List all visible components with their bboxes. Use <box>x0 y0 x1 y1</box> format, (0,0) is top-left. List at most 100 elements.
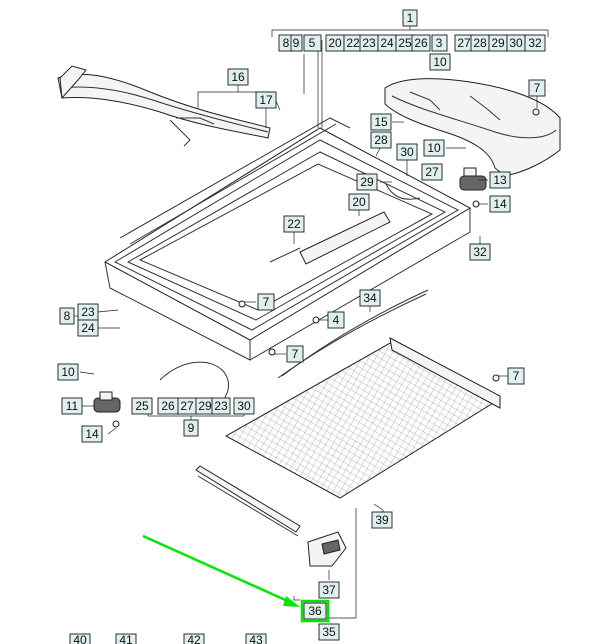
callout-30-bottom[interactable]: 30 <box>233 397 255 415</box>
svg-text:37: 37 <box>322 583 336 597</box>
svg-text:43: 43 <box>249 633 263 644</box>
callout-11[interactable]: 11 <box>61 397 83 415</box>
roof-frame <box>104 117 472 361</box>
callout-25-bottom[interactable]: 25 <box>131 397 153 415</box>
svg-text:36: 36 <box>308 604 322 618</box>
svg-text:16: 16 <box>231 70 245 84</box>
guide-rail <box>277 289 429 379</box>
callout-13[interactable]: 13 <box>489 171 511 189</box>
svg-text:8: 8 <box>64 309 71 323</box>
highlight-arrow <box>142 534 330 623</box>
svg-text:24: 24 <box>81 321 95 335</box>
motor-right <box>459 167 487 191</box>
callout-23-left[interactable]: 23 <box>77 303 99 321</box>
callout-3[interactable]: 3 <box>431 34 448 52</box>
motor-left <box>93 391 121 413</box>
callout-17[interactable]: 17 <box>255 91 277 109</box>
callout-40[interactable]: 40 <box>69 633 91 644</box>
callout-15[interactable]: 15 <box>370 113 392 131</box>
svg-text:24: 24 <box>380 36 394 50</box>
svg-text:22: 22 <box>346 36 360 50</box>
rear-cross-member <box>384 78 561 177</box>
svg-text:27: 27 <box>180 399 194 413</box>
wind-deflector <box>57 65 271 147</box>
callout-20-top[interactable]: 20 <box>325 34 345 52</box>
svg-text:29: 29 <box>491 36 505 50</box>
callout-22-mid[interactable]: 22 <box>283 215 305 233</box>
svg-text:15: 15 <box>374 115 388 129</box>
svg-text:34: 34 <box>363 291 377 305</box>
svg-text:26: 26 <box>161 399 175 413</box>
callout-7-right[interactable]: 7 <box>507 367 525 385</box>
svg-text:5: 5 <box>309 36 316 50</box>
callout-23-bottom[interactable]: 23 <box>211 397 231 415</box>
callout-16[interactable]: 16 <box>227 68 249 86</box>
callout-29-mid[interactable]: 29 <box>356 173 378 191</box>
callout-4[interactable]: 4 <box>327 311 345 329</box>
callout-8-left[interactable]: 8 <box>59 307 75 325</box>
callout-29-top[interactable]: 29 <box>488 34 508 52</box>
svg-text:13: 13 <box>493 173 507 187</box>
callout-24-top[interactable]: 24 <box>377 34 397 52</box>
svg-text:4: 4 <box>333 313 340 327</box>
callout-35[interactable]: 35 <box>318 623 340 641</box>
svg-text:28: 28 <box>473 36 487 50</box>
callout-25-top[interactable]: 25 <box>395 34 415 52</box>
callout-9-top[interactable]: 9 <box>290 34 303 52</box>
callout-10-top[interactable]: 10 <box>429 53 451 71</box>
callout-42[interactable]: 42 <box>183 633 205 644</box>
callout-27-bottom[interactable]: 27 <box>177 397 197 415</box>
callout-27-mid[interactable]: 27 <box>421 163 443 181</box>
callout-34[interactable]: 34 <box>359 289 381 307</box>
callout-7-topright[interactable]: 7 <box>528 79 546 97</box>
svg-text:25: 25 <box>398 36 412 50</box>
callout-32-mid[interactable]: 32 <box>469 243 491 261</box>
callout-30-top[interactable]: 30 <box>506 34 526 52</box>
group-1-bracket <box>271 26 549 37</box>
callout-9-bottom[interactable]: 9 <box>183 419 199 437</box>
svg-text:40: 40 <box>73 633 87 644</box>
callout-14-right[interactable]: 14 <box>489 195 511 213</box>
callout-43[interactable]: 43 <box>245 633 267 644</box>
callout-41[interactable]: 41 <box>115 633 137 644</box>
callout-26-top[interactable]: 26 <box>411 34 431 52</box>
callout-7-mid[interactable]: 7 <box>257 293 275 311</box>
callout-7-lowmid[interactable]: 7 <box>286 345 304 363</box>
callout-28-mid[interactable]: 28 <box>370 131 392 149</box>
callout-39[interactable]: 39 <box>371 511 393 529</box>
svg-text:41: 41 <box>119 633 133 644</box>
callout-14-left[interactable]: 14 <box>81 425 103 443</box>
callout-30-mid[interactable]: 30 <box>396 143 418 161</box>
callout-27-top[interactable]: 27 <box>454 34 474 52</box>
callout-37[interactable]: 37 <box>318 581 340 599</box>
callout-24-left[interactable]: 24 <box>77 319 99 337</box>
trim-strip <box>195 465 301 537</box>
callout-20-mid[interactable]: 20 <box>348 193 370 211</box>
callout-10-mid[interactable]: 10 <box>423 139 445 157</box>
svg-text:32: 32 <box>473 245 487 259</box>
svg-text:28: 28 <box>374 133 388 147</box>
callout-28-top[interactable]: 28 <box>470 34 490 52</box>
svg-text:23: 23 <box>81 305 95 319</box>
callout-32-top[interactable]: 32 <box>524 34 546 52</box>
svg-text:35: 35 <box>322 625 336 639</box>
svg-text:11: 11 <box>66 399 79 413</box>
callout-26-bottom[interactable]: 26 <box>157 397 179 415</box>
callout-1[interactable]: 1 <box>402 9 418 27</box>
svg-text:7: 7 <box>292 347 299 361</box>
callout-labels: 1 8 9 5 20 22 23 24 25 26 3 27 28 29 30 … <box>57 9 546 644</box>
svg-text:29: 29 <box>198 399 212 413</box>
svg-text:26: 26 <box>414 36 428 50</box>
svg-text:23: 23 <box>214 399 228 413</box>
callout-10-left[interactable]: 10 <box>57 363 79 381</box>
svg-text:10: 10 <box>433 55 447 69</box>
svg-text:29: 29 <box>360 175 374 189</box>
callout-29-bottom[interactable]: 29 <box>195 397 215 415</box>
callout-23-top[interactable]: 23 <box>359 34 379 52</box>
sunshade-blind <box>224 337 501 499</box>
callout-5[interactable]: 5 <box>303 34 322 52</box>
callout-36[interactable]: 36 <box>303 602 327 620</box>
callout-22-top[interactable]: 22 <box>343 34 363 52</box>
